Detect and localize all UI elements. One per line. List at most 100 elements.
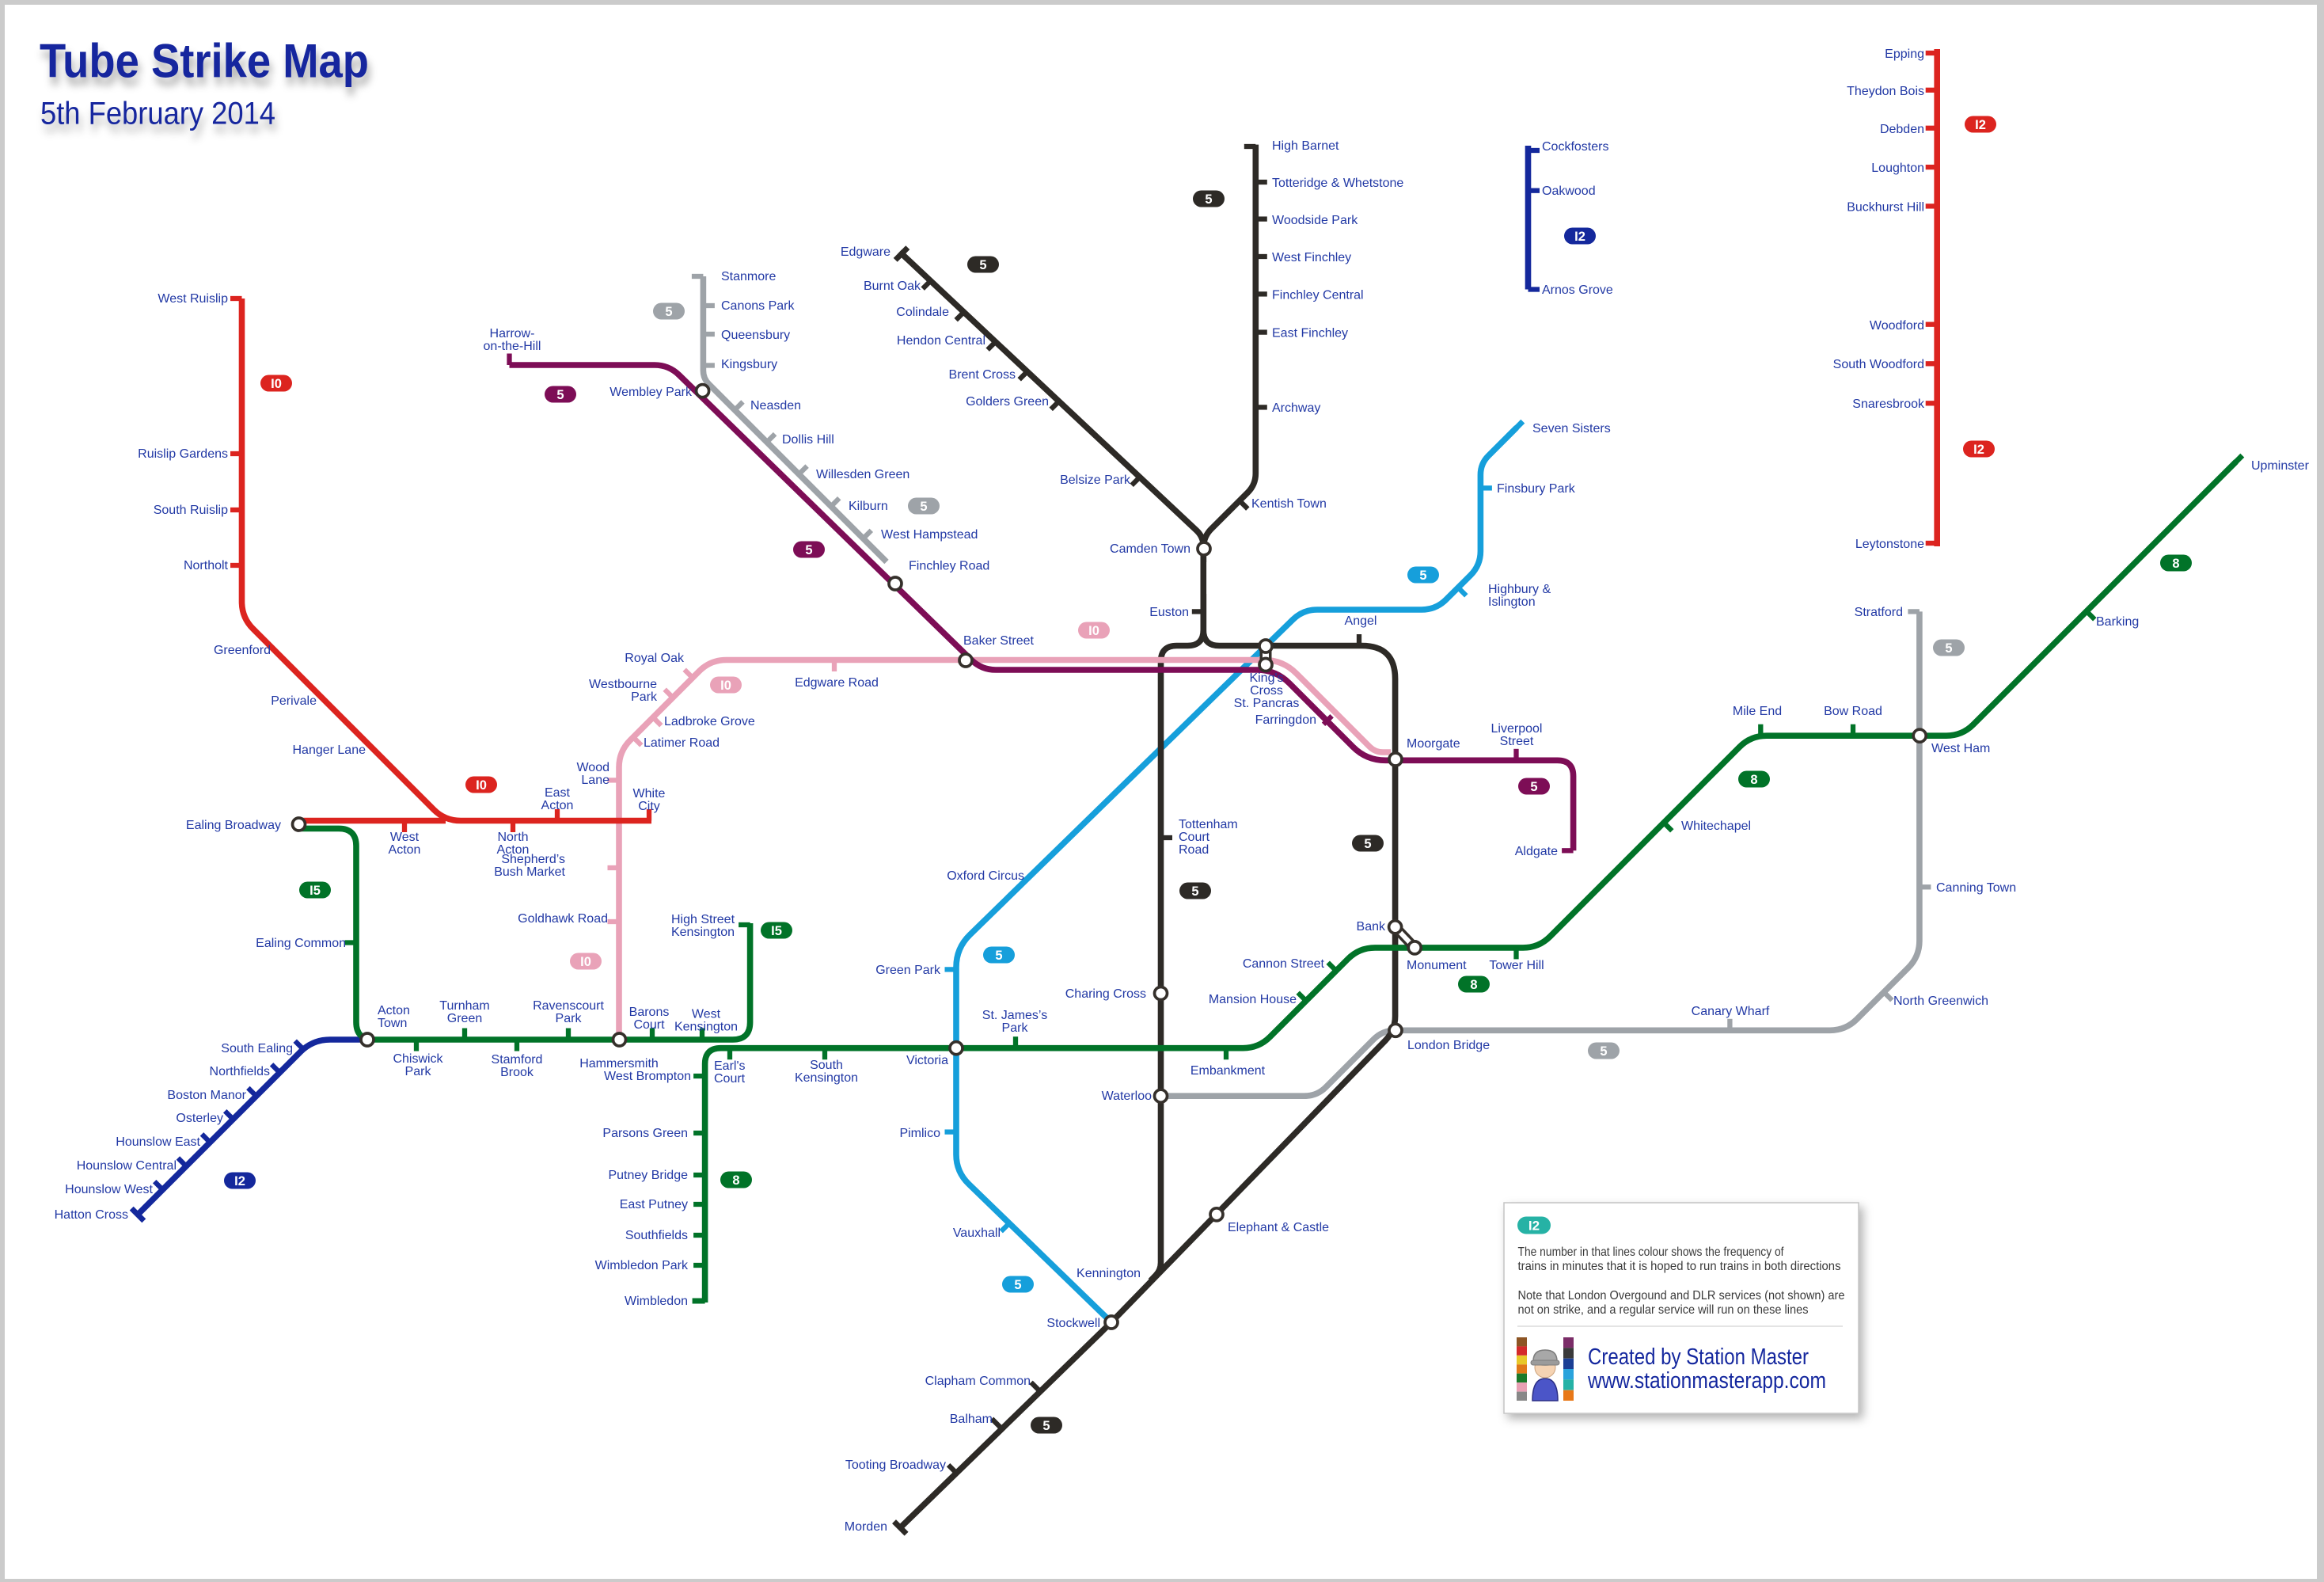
svg-text:not on strike, and a regular s: not on strike, and a regular service wil… (1518, 1303, 1809, 1317)
svg-text:Ruislip Gardens: Ruislip Gardens (138, 447, 228, 461)
svg-text:West Brompton: West Brompton (604, 1070, 691, 1083)
svg-text:Wood: Wood (576, 761, 609, 774)
svg-text:5: 5 (1945, 641, 1952, 656)
svg-text:Moorgate: Moorgate (1407, 737, 1460, 751)
svg-text:Wembley Park: Wembley Park (609, 386, 693, 399)
svg-text:5: 5 (805, 543, 812, 557)
svg-text:5: 5 (995, 949, 1002, 963)
svg-text:Whitechapel: Whitechapel (1681, 820, 1751, 833)
svg-text:Totteridge & Whetstone: Totteridge & Whetstone (1272, 177, 1403, 190)
svg-text:Woodside Park: Woodside Park (1272, 214, 1358, 227)
svg-text:Park: Park (631, 690, 658, 704)
svg-text:Latimer Road: Latimer Road (644, 736, 720, 750)
svg-text:Woodford: Woodford (1870, 319, 1924, 333)
svg-text:5: 5 (1042, 1419, 1050, 1433)
svg-text:Hounslow West: Hounslow West (65, 1183, 153, 1196)
svg-text:I2: I2 (1528, 1219, 1540, 1234)
svg-text:Elephant & Castle: Elephant & Castle (1228, 1221, 1329, 1234)
svg-text:Canning Town: Canning Town (1936, 881, 2016, 895)
svg-text:Hatton Cross: Hatton Cross (55, 1208, 128, 1222)
svg-text:I2: I2 (1973, 443, 1984, 457)
svg-text:Golders Green: Golders Green (966, 395, 1049, 409)
svg-text:Kennington: Kennington (1077, 1267, 1141, 1280)
svg-text:8: 8 (2172, 557, 2179, 571)
svg-text:Upminster: Upminster (2251, 459, 2310, 473)
svg-text:Pimlico: Pimlico (899, 1127, 940, 1140)
svg-text:Green Park: Green Park (875, 964, 941, 977)
svg-text:Parsons Green: Parsons Green (602, 1127, 688, 1140)
svg-text:Mile End: Mile End (1733, 705, 1782, 718)
svg-text:Created by Station Master: Created by Station Master (1588, 1344, 1809, 1370)
svg-text:8: 8 (1470, 978, 1477, 992)
svg-text:5: 5 (1364, 837, 1371, 851)
svg-text:Victoria: Victoria (906, 1054, 948, 1067)
svg-text:Hounslow Central: Hounslow Central (77, 1159, 177, 1173)
svg-text:Queensbury: Queensbury (721, 329, 790, 342)
svg-text:I2: I2 (1574, 230, 1585, 244)
svg-text:5: 5 (1419, 569, 1426, 583)
svg-text:Ealing Common: Ealing Common (256, 937, 346, 950)
svg-text:Oxford Circus: Oxford Circus (947, 869, 1024, 883)
svg-text:Leytonstone: Leytonstone (1855, 538, 1924, 551)
svg-text:5: 5 (1600, 1044, 1607, 1059)
svg-text:Aldgate: Aldgate (1515, 845, 1558, 858)
svg-text:Hanger Lane: Hanger Lane (292, 743, 366, 757)
svg-text:5: 5 (1205, 192, 1212, 207)
svg-text:London Bridge: London Bridge (1407, 1039, 1490, 1052)
svg-text:Seven Sisters: Seven Sisters (1532, 422, 1611, 435)
svg-text:Ladbroke Grove: Ladbroke Grove (664, 715, 755, 728)
svg-text:8: 8 (732, 1173, 739, 1188)
svg-text:Charing Cross: Charing Cross (1065, 987, 1146, 1001)
svg-text:5th February 2014: 5th February 2014 (40, 97, 275, 131)
svg-text:Neasden: Neasden (750, 399, 801, 413)
svg-text:Morden: Morden (845, 1520, 887, 1534)
svg-text:I0: I0 (476, 778, 487, 793)
svg-text:Ealing Broadway: Ealing Broadway (186, 819, 281, 832)
svg-text:Greenford: Greenford (214, 644, 271, 657)
svg-text:Belsize Park: Belsize Park (1060, 473, 1131, 487)
svg-text:Kilburn: Kilburn (849, 500, 888, 513)
svg-text:Burnt Oak: Burnt Oak (864, 280, 921, 293)
svg-text:Loughton: Loughton (1871, 162, 1924, 175)
svg-text:High Barnet: High Barnet (1272, 139, 1339, 153)
svg-text:Cockfosters: Cockfosters (1542, 140, 1608, 154)
svg-text:I5: I5 (309, 884, 321, 898)
svg-text:Finsbury Park: Finsbury Park (1497, 482, 1576, 496)
svg-text:Bank: Bank (1357, 920, 1386, 934)
svg-text:Wimbledon Park: Wimbledon Park (595, 1259, 689, 1272)
svg-text:Lane: Lane (581, 774, 609, 787)
svg-text:Stanmore: Stanmore (721, 270, 776, 283)
svg-text:Monument: Monument (1407, 959, 1467, 972)
svg-text:Mansion House: Mansion House (1209, 993, 1297, 1006)
svg-text:Edgware: Edgware (841, 245, 890, 259)
svg-text:Bush Market: Bush Market (494, 865, 565, 879)
svg-text:5: 5 (556, 388, 564, 402)
svg-text:5: 5 (1014, 1278, 1021, 1292)
svg-text:Highbury &Islington: Highbury &Islington (1488, 583, 1551, 609)
svg-text:Tube Strike Map: Tube Strike Map (40, 35, 369, 88)
svg-text:Boston Manor: Boston Manor (167, 1089, 246, 1102)
svg-text:South Ruislip: South Ruislip (154, 504, 228, 517)
svg-text:Stratford: Stratford (1855, 606, 1903, 619)
svg-text:Westbourne: Westbourne (589, 678, 657, 691)
svg-text:Osterley: Osterley (176, 1112, 223, 1125)
svg-text:Cannon Street: Cannon Street (1243, 957, 1325, 971)
svg-text:Finchley Central: Finchley Central (1272, 289, 1364, 302)
svg-text:Barking: Barking (2096, 615, 2139, 629)
svg-text:Kentish Town: Kentish Town (1251, 497, 1327, 511)
svg-text:Archway: Archway (1272, 401, 1320, 415)
svg-text:Putney Bridge: Putney Bridge (608, 1169, 688, 1182)
svg-text:5: 5 (665, 305, 672, 319)
svg-text:Canons Park: Canons Park (721, 299, 795, 313)
svg-text:North Greenwich: North Greenwich (1893, 994, 1988, 1008)
